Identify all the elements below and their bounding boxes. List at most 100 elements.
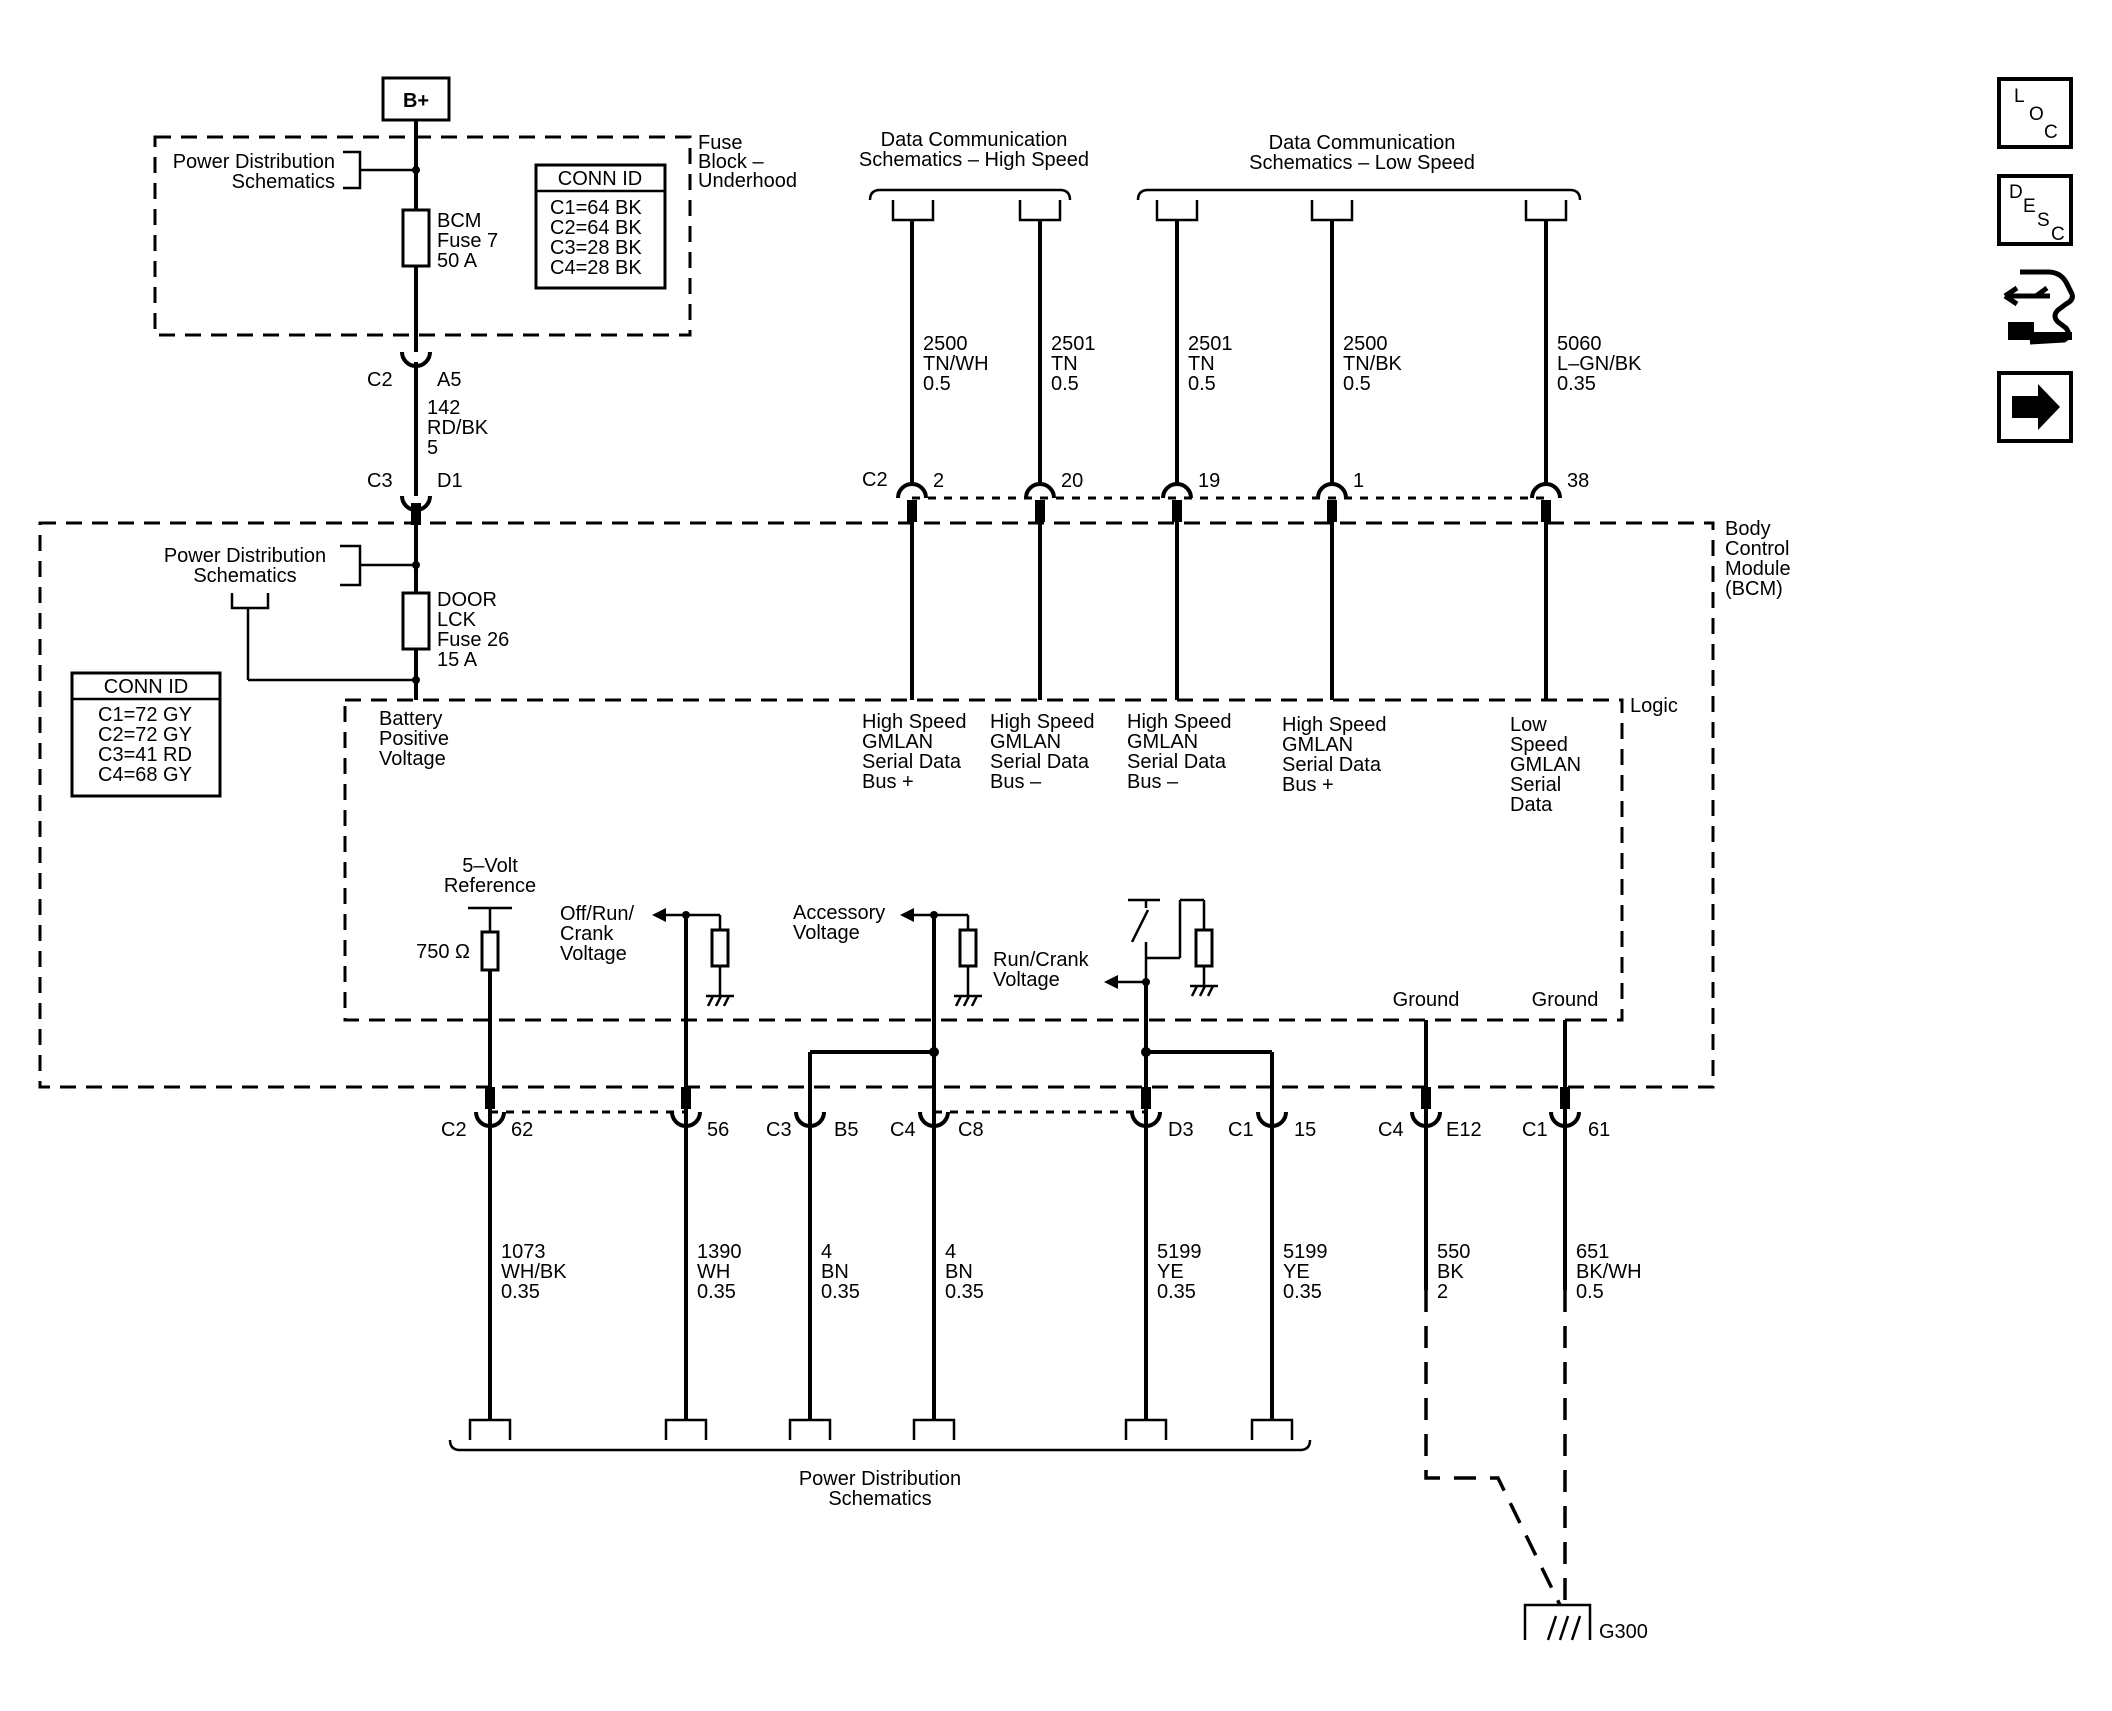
battery-positive-voltage-label: Battery Positive Voltage bbox=[379, 708, 449, 770]
svg-text:0.35: 0.35 bbox=[697, 1281, 736, 1303]
svg-text:B+: B+ bbox=[403, 90, 429, 112]
svg-text:Logic: Logic bbox=[1630, 695, 1678, 717]
svg-text:A5: A5 bbox=[437, 369, 461, 391]
svg-text:S: S bbox=[2037, 210, 2050, 231]
svg-text:5199: 5199 bbox=[1283, 1241, 1328, 1263]
svg-text:High Speed: High Speed bbox=[1127, 711, 1232, 733]
svg-text:High Speed: High Speed bbox=[990, 711, 1095, 733]
svg-text:4: 4 bbox=[945, 1241, 956, 1263]
svg-text:Serial Data: Serial Data bbox=[862, 751, 962, 773]
svg-text:2500: 2500 bbox=[1343, 333, 1388, 355]
svg-text:C: C bbox=[2051, 224, 2065, 245]
svg-text:GMLAN: GMLAN bbox=[990, 731, 1061, 753]
svg-text:Off/Run/: Off/Run/ bbox=[560, 903, 635, 925]
svg-text:BN: BN bbox=[945, 1261, 973, 1283]
svg-text:Fuse 26: Fuse 26 bbox=[437, 629, 509, 651]
svg-text:Low: Low bbox=[1510, 714, 1547, 736]
data-comm-low-speed-ref: Data Communication Schematics – Low Spee… bbox=[1136, 132, 1582, 201]
svg-text:2501: 2501 bbox=[1188, 333, 1233, 355]
bottom-connector-c3-b5: C3 B5 4 BN 0.35 bbox=[766, 1111, 860, 1420]
svg-text:Bus +: Bus + bbox=[862, 771, 914, 793]
svg-text:BK: BK bbox=[1437, 1261, 1464, 1283]
svg-text:Underhood: Underhood bbox=[698, 170, 797, 192]
location-nav-button[interactable]: L O C bbox=[1997, 77, 2073, 149]
svg-text:High Speed: High Speed bbox=[862, 711, 967, 733]
svg-text:Fuse 7: Fuse 7 bbox=[437, 230, 498, 252]
svg-text:TN/BK: TN/BK bbox=[1343, 353, 1403, 375]
svg-text:Serial Data: Serial Data bbox=[1127, 751, 1227, 773]
schematic-connector-icon[interactable] bbox=[2003, 269, 2075, 345]
off-run-crank-voltage-circuit: Off/Run/ Crank Voltage bbox=[560, 903, 734, 1124]
ground-labels: Ground Ground bbox=[1393, 989, 1598, 1124]
svg-text:550: 550 bbox=[1437, 1241, 1470, 1263]
svg-text:CONN ID: CONN ID bbox=[104, 676, 188, 698]
svg-text:C8: C8 bbox=[958, 1119, 984, 1141]
svg-text:(BCM): (BCM) bbox=[1725, 578, 1783, 600]
svg-text:YE: YE bbox=[1157, 1261, 1184, 1283]
svg-text:Bus –: Bus – bbox=[1127, 771, 1179, 793]
svg-text:5: 5 bbox=[427, 437, 438, 459]
run-crank-voltage-circuit: Run/Crank Voltage bbox=[993, 898, 1274, 1124]
svg-text:Ground: Ground bbox=[1393, 989, 1460, 1011]
svg-text:Run/Crank: Run/Crank bbox=[993, 949, 1090, 971]
svg-text:GMLAN: GMLAN bbox=[1127, 731, 1198, 753]
svg-text:L: L bbox=[2014, 86, 2025, 107]
svg-text:Reference: Reference bbox=[444, 875, 536, 897]
svg-text:C3: C3 bbox=[766, 1119, 792, 1141]
svg-text:C2=72 GY: C2=72 GY bbox=[98, 724, 192, 746]
five-volt-reference-circuit: 5–Volt Reference 750 Ω bbox=[416, 855, 536, 1124]
svg-text:DOOR: DOOR bbox=[437, 589, 497, 611]
bottom-connector-c1-61: C1 61 651 BK/WH 0.5 bbox=[1522, 1087, 1642, 1303]
data-wire-5060-lgn-bk: 5060 L–GN/BK 0.35 38 Low Speed GMLAN Ser… bbox=[1510, 200, 1642, 816]
svg-text:Schematics – High Speed: Schematics – High Speed bbox=[859, 149, 1089, 171]
svg-text:D1: D1 bbox=[437, 470, 463, 492]
svg-text:C4: C4 bbox=[890, 1119, 916, 1141]
bottom-terminals bbox=[448, 1418, 1312, 1452]
svg-text:61: 61 bbox=[1588, 1119, 1610, 1141]
svg-text:19: 19 bbox=[1198, 470, 1220, 492]
svg-text:1390: 1390 bbox=[697, 1241, 742, 1263]
svg-text:WH/BK: WH/BK bbox=[501, 1261, 567, 1283]
svg-text:D3: D3 bbox=[1168, 1119, 1194, 1141]
next-arrow-button[interactable] bbox=[1997, 371, 2073, 443]
bottom-connector-c4-e12: C4 E12 550 BK 2 bbox=[1378, 1087, 1482, 1303]
svg-text:1073: 1073 bbox=[501, 1241, 546, 1263]
svg-text:62: 62 bbox=[511, 1119, 533, 1141]
svg-text:CONN ID: CONN ID bbox=[558, 168, 642, 190]
svg-text:Body: Body bbox=[1725, 518, 1771, 540]
svg-text:5060: 5060 bbox=[1557, 333, 1602, 355]
svg-text:0.5: 0.5 bbox=[1051, 373, 1079, 395]
svg-text:0.35: 0.35 bbox=[1283, 1281, 1322, 1303]
bottom-connector-c1-15: C1 15 5199 YE 0.35 bbox=[1228, 1111, 1328, 1420]
svg-text:56: 56 bbox=[707, 1119, 729, 1141]
svg-text:GMLAN: GMLAN bbox=[1510, 754, 1581, 776]
svg-text:C: C bbox=[2044, 122, 2058, 143]
svg-text:Power Distribution: Power Distribution bbox=[173, 151, 335, 173]
description-nav-button[interactable]: D E S C bbox=[1997, 174, 2073, 246]
power-distribution-ref-top: Power Distribution Schematics bbox=[173, 150, 420, 193]
data-comm-high-speed-ref: Data Communication Schematics – High Spe… bbox=[859, 129, 1089, 201]
svg-text:Module: Module bbox=[1725, 558, 1791, 580]
wire-142-label: 142 RD/BK 5 bbox=[427, 397, 489, 459]
svg-text:Accessory: Accessory bbox=[793, 902, 885, 924]
svg-text:651: 651 bbox=[1576, 1241, 1609, 1263]
bcm-fuse-7: BCM Fuse 7 50 A bbox=[401, 208, 498, 272]
svg-text:Power Distribution: Power Distribution bbox=[799, 1468, 961, 1490]
svg-text:38: 38 bbox=[1567, 470, 1589, 492]
svg-text:TN: TN bbox=[1188, 353, 1215, 375]
svg-text:GMLAN: GMLAN bbox=[862, 731, 933, 753]
svg-text:0.35: 0.35 bbox=[1157, 1281, 1196, 1303]
svg-text:C1: C1 bbox=[1228, 1119, 1254, 1141]
svg-text:Schematics: Schematics bbox=[232, 171, 335, 193]
svg-text:Voltage: Voltage bbox=[379, 748, 446, 770]
svg-text:Schematics – Low Speed: Schematics – Low Speed bbox=[1249, 152, 1475, 174]
svg-text:BCM: BCM bbox=[437, 210, 481, 232]
svg-text:C1=72 GY: C1=72 GY bbox=[98, 704, 192, 726]
svg-text:1: 1 bbox=[1353, 470, 1364, 492]
svg-text:LCK: LCK bbox=[437, 609, 477, 631]
svg-text:L–GN/BK: L–GN/BK bbox=[1557, 353, 1642, 375]
svg-text:TN: TN bbox=[1051, 353, 1078, 375]
svg-text:Bus –: Bus – bbox=[990, 771, 1042, 793]
svg-text:Voltage: Voltage bbox=[560, 943, 627, 965]
svg-text:C3=28 BK: C3=28 BK bbox=[550, 237, 642, 259]
